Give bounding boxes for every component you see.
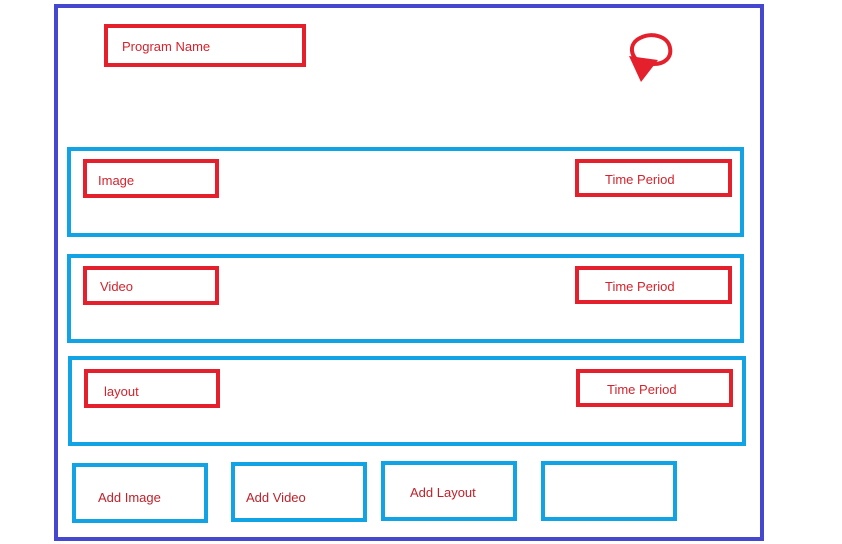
add-layout-label: Add Layout — [410, 485, 476, 500]
add-image-label: Add Image — [98, 490, 161, 505]
media-row-video — [67, 254, 744, 343]
row-image-label: Image — [98, 173, 135, 188]
program-name-label: Program Name — [122, 39, 211, 54]
media-row-layout — [68, 356, 746, 446]
row-layout-time-label: Time Period — [607, 382, 677, 397]
add-video-label: Add Video — [246, 490, 306, 505]
empty-button[interactable] — [541, 461, 677, 521]
row-video-label-field[interactable]: Video — [83, 266, 219, 305]
row-video-label: Video — [100, 279, 134, 294]
row-video-time-label: Time Period — [605, 279, 675, 294]
media-row-image — [67, 147, 744, 237]
app-frame — [54, 4, 764, 541]
refresh-icon[interactable] — [624, 30, 676, 86]
row-layout-label-field[interactable]: layout — [84, 369, 220, 408]
row-video-time-field[interactable]: Time Period — [575, 266, 732, 304]
program-name-field[interactable]: Program Name — [104, 24, 306, 67]
row-image-label-field[interactable]: Image — [83, 159, 219, 198]
row-image-time-label: Time Period — [605, 172, 675, 187]
row-layout-label: layout — [104, 384, 139, 399]
add-image-button[interactable]: Add Image — [72, 463, 208, 523]
add-layout-button[interactable]: Add Layout — [381, 461, 517, 521]
row-layout-time-field[interactable]: Time Period — [576, 369, 733, 407]
add-video-button[interactable]: Add Video — [231, 462, 367, 522]
row-image-time-field[interactable]: Time Period — [575, 159, 732, 197]
